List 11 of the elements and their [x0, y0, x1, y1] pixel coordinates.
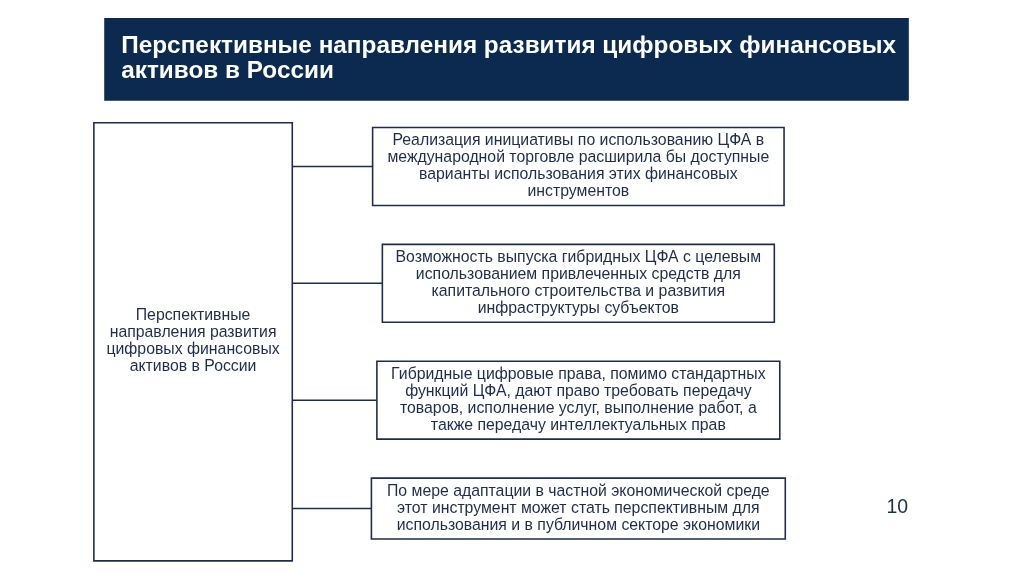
node-box: Гибридные цифровые права, помимо стандартных функций ЦФА, дают право требовать передачу товаров, исполнение услуг, выполнение работ, а также передачу интеллектуальных прав — [376, 360, 781, 440]
connector — [291, 399, 378, 401]
node-box: Перспективные направления развития цифровых финансовых активов в России — [93, 121, 294, 562]
diagram-title: Перспективные направления развития цифровых финансовых активов в России — [121, 31, 897, 83]
node-box: Возможность выпуска гибридных ЦФА с целевым использованием привлеченных средств для капитального строительства и развития инфраструктуры субъектов — [381, 243, 776, 324]
connector — [291, 165, 374, 168]
connector — [291, 507, 372, 510]
node-box: Реализация инициативы по использованию ЦФА в международной торговле расширила бы доступные варианты использования этих финансовых инструментов — [371, 126, 785, 207]
label: 10 — [886, 495, 909, 518]
connector — [291, 282, 383, 285]
node-box: По мере адаптации в частной экономической среде этот инструмент может стать перспективным для использования и в публичном секторе экономики — [370, 477, 787, 540]
